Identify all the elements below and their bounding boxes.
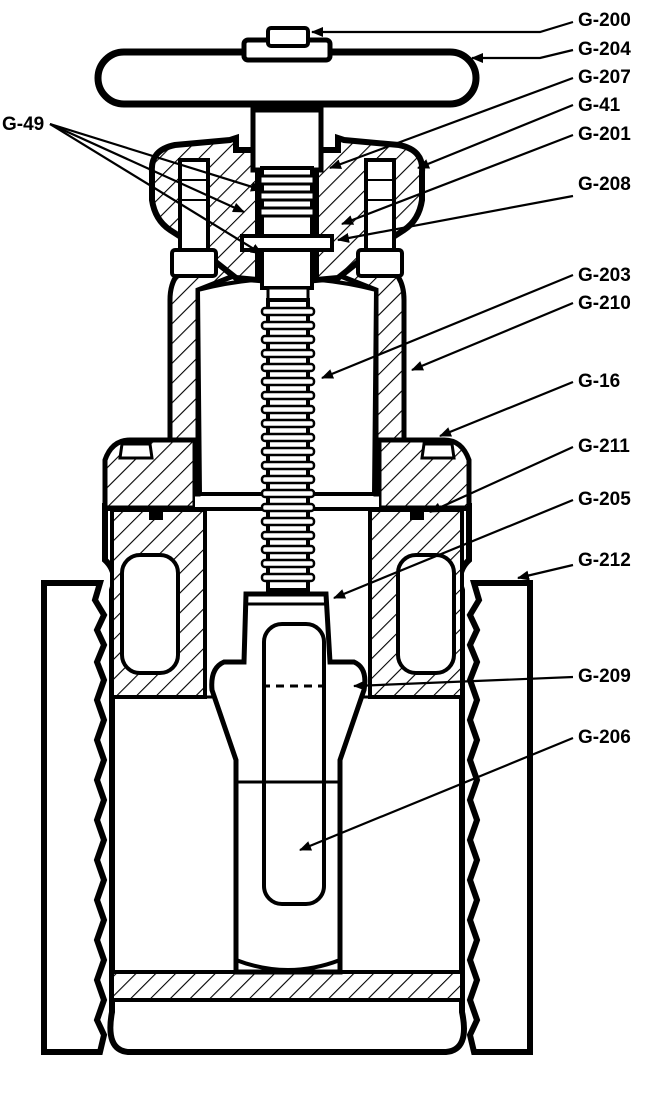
thread-ridge [260, 362, 316, 373]
label-g206: G-206 [578, 727, 631, 748]
leader-g210 [411, 301, 574, 372]
leader-g200 [311, 20, 574, 37]
label-g209: G-209 [578, 666, 631, 687]
label-g49: G-49 [2, 114, 44, 135]
pipe-left [41, 580, 108, 1055]
label-g210: G-210 [578, 293, 631, 314]
stem-threads [260, 306, 316, 583]
thread-ridge [260, 390, 316, 401]
leader-g49c [49, 123, 263, 255]
leader-g49b [49, 122, 245, 214]
thread-ridge [260, 334, 316, 345]
thread-ridge [260, 502, 316, 513]
leader-g207 [329, 76, 574, 170]
handwheel [94, 26, 480, 108]
label-g41: G-41 [578, 95, 621, 116]
thread-ridge [260, 348, 316, 359]
leader-g209 [353, 675, 574, 691]
packing-nut [148, 133, 426, 284]
leader-g16 [439, 380, 574, 438]
label-g211: G-211 [578, 436, 630, 457]
thread-ridge [260, 516, 316, 527]
leader-g212 [517, 563, 574, 581]
thread-ridge [260, 460, 316, 471]
leader-g203 [321, 273, 574, 380]
label-g205: G-205 [578, 489, 631, 510]
thread-ridge [260, 474, 316, 485]
leader-g206 [299, 736, 574, 852]
leader-g205 [333, 498, 574, 600]
leader-g208 [337, 194, 574, 243]
thread-ridge [260, 446, 316, 457]
callout-leaders [49, 20, 574, 852]
thread-ridge [260, 432, 316, 443]
valve-stem [240, 107, 334, 592]
thread-ridge [260, 530, 316, 541]
thread-ridge [260, 306, 316, 317]
thread-ridge [260, 418, 316, 429]
callout-labels: G-200 G-204 G-207 G-41 G-201 G-49 G-208 … [2, 10, 631, 748]
thread-ridge [260, 544, 316, 555]
thread-ridge [260, 572, 316, 583]
label-g200: G-200 [578, 10, 631, 31]
thread-ridge [260, 404, 316, 415]
label-g212: G-212 [578, 550, 631, 571]
leader-g211 [429, 445, 574, 514]
label-g16: G-16 [578, 371, 620, 392]
thread-ridge [260, 488, 316, 499]
leader-g204 [471, 48, 574, 63]
label-g207: G-207 [578, 67, 631, 88]
pipe-right [466, 580, 533, 1055]
gate-wedge [209, 591, 368, 975]
leader-g49a [49, 122, 263, 192]
thread-ridge [260, 320, 316, 331]
label-g204: G-204 [578, 39, 631, 60]
thread-ridge [260, 558, 316, 569]
label-g201: G-201 [578, 124, 631, 145]
leader-g201 [341, 133, 574, 226]
label-g208: G-208 [578, 174, 631, 195]
thread-ridge [260, 376, 316, 387]
label-g203: G-203 [578, 265, 631, 286]
leader-g41 [417, 103, 574, 170]
